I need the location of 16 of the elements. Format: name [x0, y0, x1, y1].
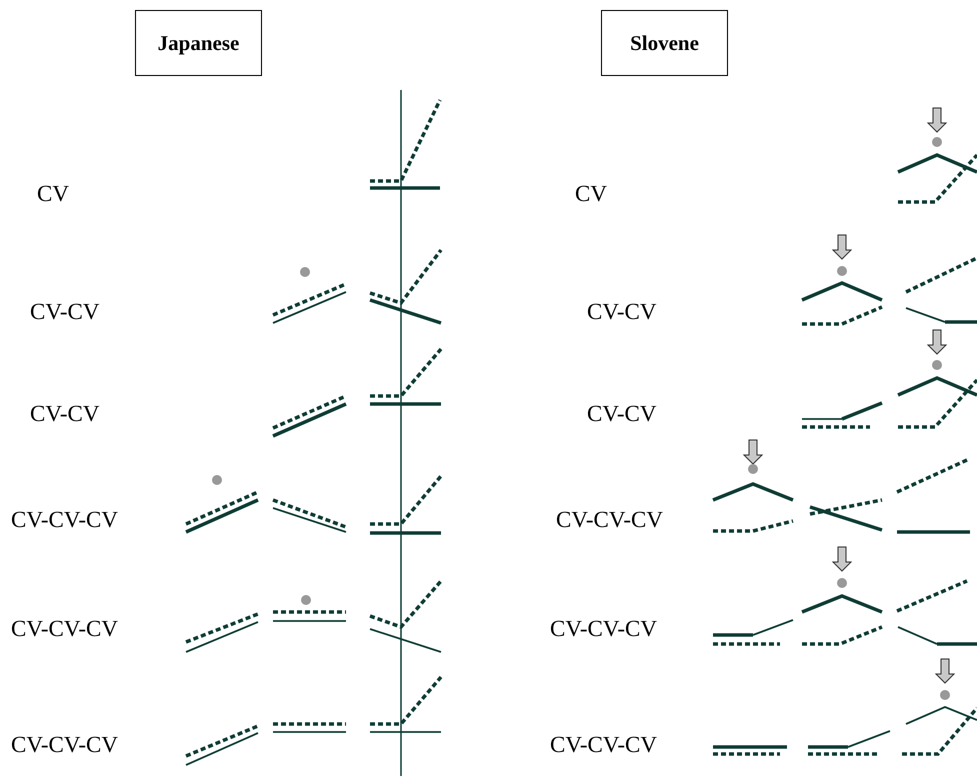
- title-box: [601, 10, 728, 76]
- syllable-pattern-label: CV-CV-CV: [11, 617, 118, 640]
- syllable-pattern-label: CV-CV-CV: [11, 508, 118, 531]
- syllable-pattern-label: CV-CV: [30, 402, 100, 425]
- language-name: Japanese: [158, 30, 240, 56]
- syllable-pattern-label: CV: [37, 182, 69, 205]
- title-box: [135, 10, 262, 76]
- syllable-pattern-label: CV-CV-CV: [556, 508, 663, 531]
- syllable-pattern-label: CV-CV-CV: [11, 733, 118, 756]
- syllable-pattern-label: CV-CV: [587, 300, 656, 323]
- syllable-pattern-label: CV: [575, 182, 607, 205]
- syllable-pattern-label: CV-CV-CV: [550, 733, 657, 756]
- syllable-pattern-label: CV-CV-CV: [550, 617, 657, 640]
- language-name: Slovene: [630, 30, 699, 56]
- syllable-pattern-label: CV-CV: [30, 300, 100, 323]
- syllable-pattern-label: CV-CV: [587, 402, 656, 425]
